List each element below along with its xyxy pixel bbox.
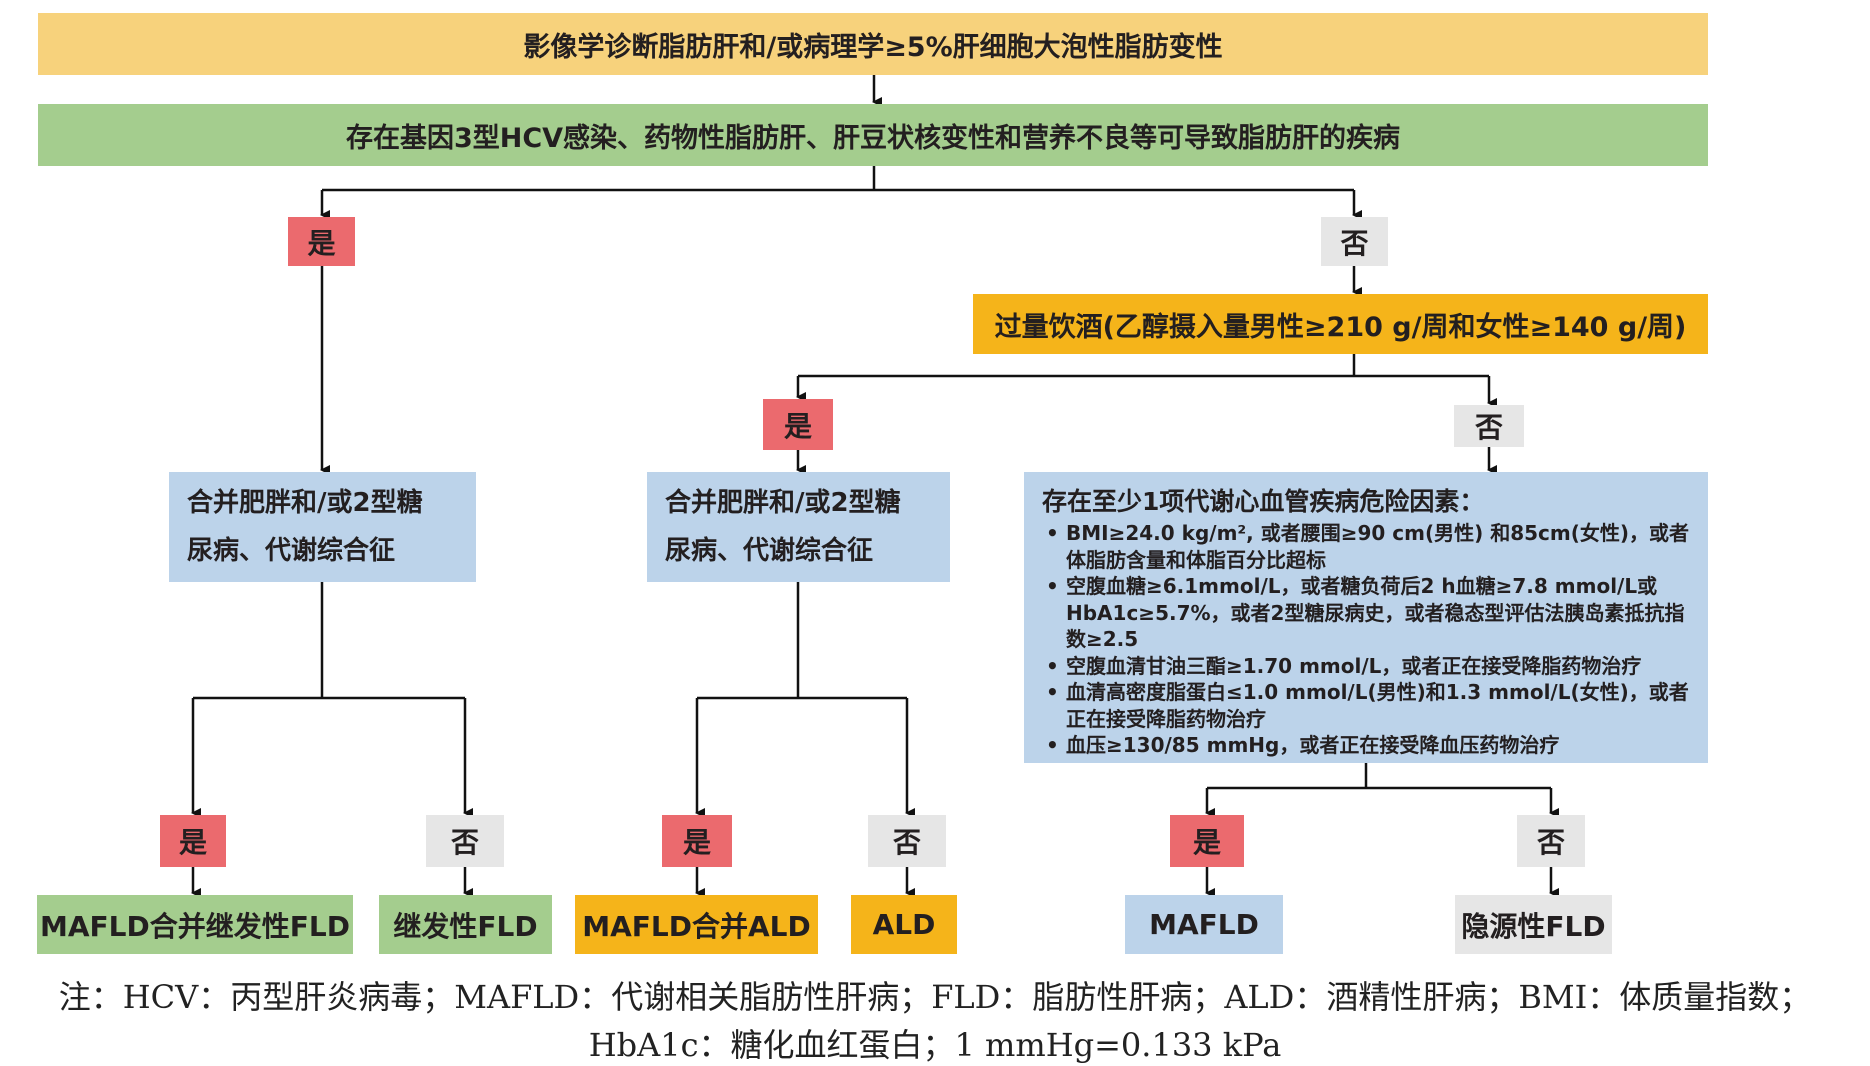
obesity-diabetes-box-left: 合并肥胖和/或2型糖 尿病、代谢综合征 <box>169 472 476 582</box>
combo-line-1: 合并肥胖和/或2型糖 <box>187 488 423 518</box>
metabolic-risk-factors-box: 存在至少1项代谢心血管疾病危险因素： BMI≥24.0 kg/m², 或者腰围≥… <box>1024 472 1708 763</box>
no-badge-secondary: 否 <box>1321 217 1388 266</box>
result-mafld-with-ald: MAFLD合并ALD <box>575 895 818 954</box>
risk-title: 存在至少1项代谢心血管疾病危险因素： <box>1042 487 1485 516</box>
risk-list: BMI≥24.0 kg/m², 或者腰围≥90 cm(男性) 和85cm(女性)… <box>1042 520 1694 759</box>
yes-badge-left: 是 <box>160 815 226 867</box>
footnote-line-2: HbA1c：糖化血红蛋白；1 mmHg=0.133 kPa <box>588 1026 1282 1064</box>
footnote-line-1: 注：HCV：丙型肝炎病毒；MAFLD：代谢相关脂肪性肝病；FLD：脂肪性肝病；A… <box>58 978 1812 1016</box>
yes-badge-secondary: 是 <box>288 217 355 266</box>
combo-line-2: 尿病、代谢综合征 <box>665 536 874 566</box>
yes-badge-right: 是 <box>1170 815 1244 867</box>
no-badge-right: 否 <box>1517 815 1585 867</box>
no-badge-middle: 否 <box>868 815 946 867</box>
combo-line-1: 合并肥胖和/或2型糖 <box>665 488 901 518</box>
risk-item: BMI≥24.0 kg/m², 或者腰围≥90 cm(男性) 和85cm(女性)… <box>1046 520 1694 573</box>
result-ald: ALD <box>851 895 957 954</box>
result-mafld-with-secondary-fld: MAFLD合并继发性FLD <box>37 895 353 954</box>
result-cryptogenic-fld: 隐源性FLD <box>1455 895 1612 954</box>
risk-item: 血清高密度脂蛋白≤1.0 mmol/L(男性)和1.3 mmol/L(女性)，或… <box>1046 679 1694 732</box>
risk-item: 血压≥130/85 mmHg，或者正在接受降血压药物治疗 <box>1046 732 1694 759</box>
no-badge-alcohol: 否 <box>1454 405 1524 447</box>
secondary-causes-box: 存在基因3型HCV感染、药物性脂肪肝、肝豆状核变性和营养不良等可导致脂肪肝的疾病 <box>38 104 1708 166</box>
yes-badge-alcohol: 是 <box>763 399 833 450</box>
yes-badge-middle: 是 <box>662 815 732 867</box>
risk-item: 空腹血糖≥6.1mmol/L，或者糖负荷后2 h血糖≥7.8 mmol/L或Hb… <box>1046 573 1694 653</box>
risk-item: 空腹血清甘油三酯≥1.70 mmol/L，或者正在接受降脂药物治疗 <box>1046 653 1694 680</box>
alcohol-condition-box: 过量饮酒(乙醇摄入量男性≥210 g/周和女性≥140 g/周) <box>973 294 1708 354</box>
top-condition-box: 影像学诊断脂肪肝和/或病理学≥5%肝细胞大泡性脂肪变性 <box>38 13 1708 75</box>
result-mafld: MAFLD <box>1125 895 1283 954</box>
obesity-diabetes-box-middle: 合并肥胖和/或2型糖 尿病、代谢综合征 <box>647 472 950 582</box>
result-secondary-fld: 继发性FLD <box>379 895 552 954</box>
combo-line-2: 尿病、代谢综合征 <box>187 536 396 566</box>
no-badge-left: 否 <box>426 815 504 867</box>
